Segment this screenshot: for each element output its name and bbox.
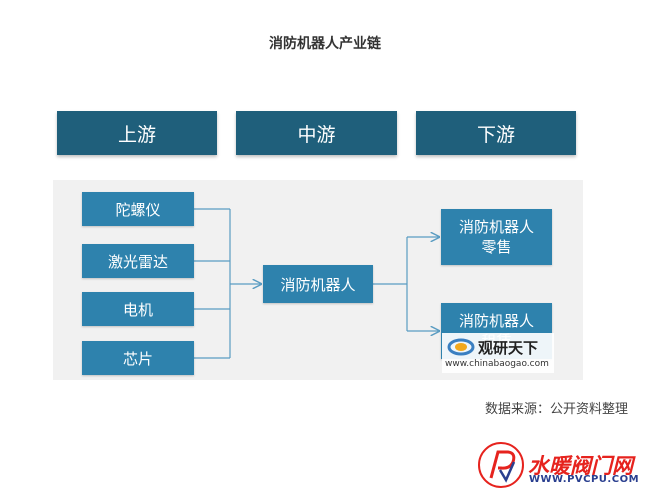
midstream-fire-robot: 消防机器人	[263, 265, 373, 303]
downstream-leasing-line1: 消防机器人	[458, 312, 534, 330]
downstream-retail: 消防机器人 零售	[441, 209, 552, 265]
watermark-url: www.chinabaogao.com	[445, 359, 549, 369]
watermark-site-name: 水暖阀门网	[528, 454, 633, 478]
watermark-site-url: WWW.PVCPU.COM	[529, 474, 640, 485]
pvcpu-logo-icon	[478, 442, 524, 488]
diagram-title: 消防机器人产业链	[269, 36, 381, 52]
source-note: 数据来源：公开资料整理	[484, 402, 628, 417]
downstream-retail-line2: 零售	[481, 238, 512, 256]
upstream-motor: 电机	[82, 292, 194, 326]
header-downstream: 下游	[416, 111, 576, 155]
downstream-retail-line1: 消防机器人	[458, 218, 534, 236]
header-upstream: 上游	[57, 111, 217, 155]
upstream-lidar: 激光雷达	[82, 244, 194, 278]
watermark-name: 观研天下	[478, 339, 539, 357]
upstream-gyroscope: 陀螺仪	[82, 192, 194, 226]
watermark-logo-icon	[447, 338, 475, 356]
upstream-chip: 芯片	[82, 341, 194, 375]
header-midstream: 中游	[236, 111, 397, 155]
